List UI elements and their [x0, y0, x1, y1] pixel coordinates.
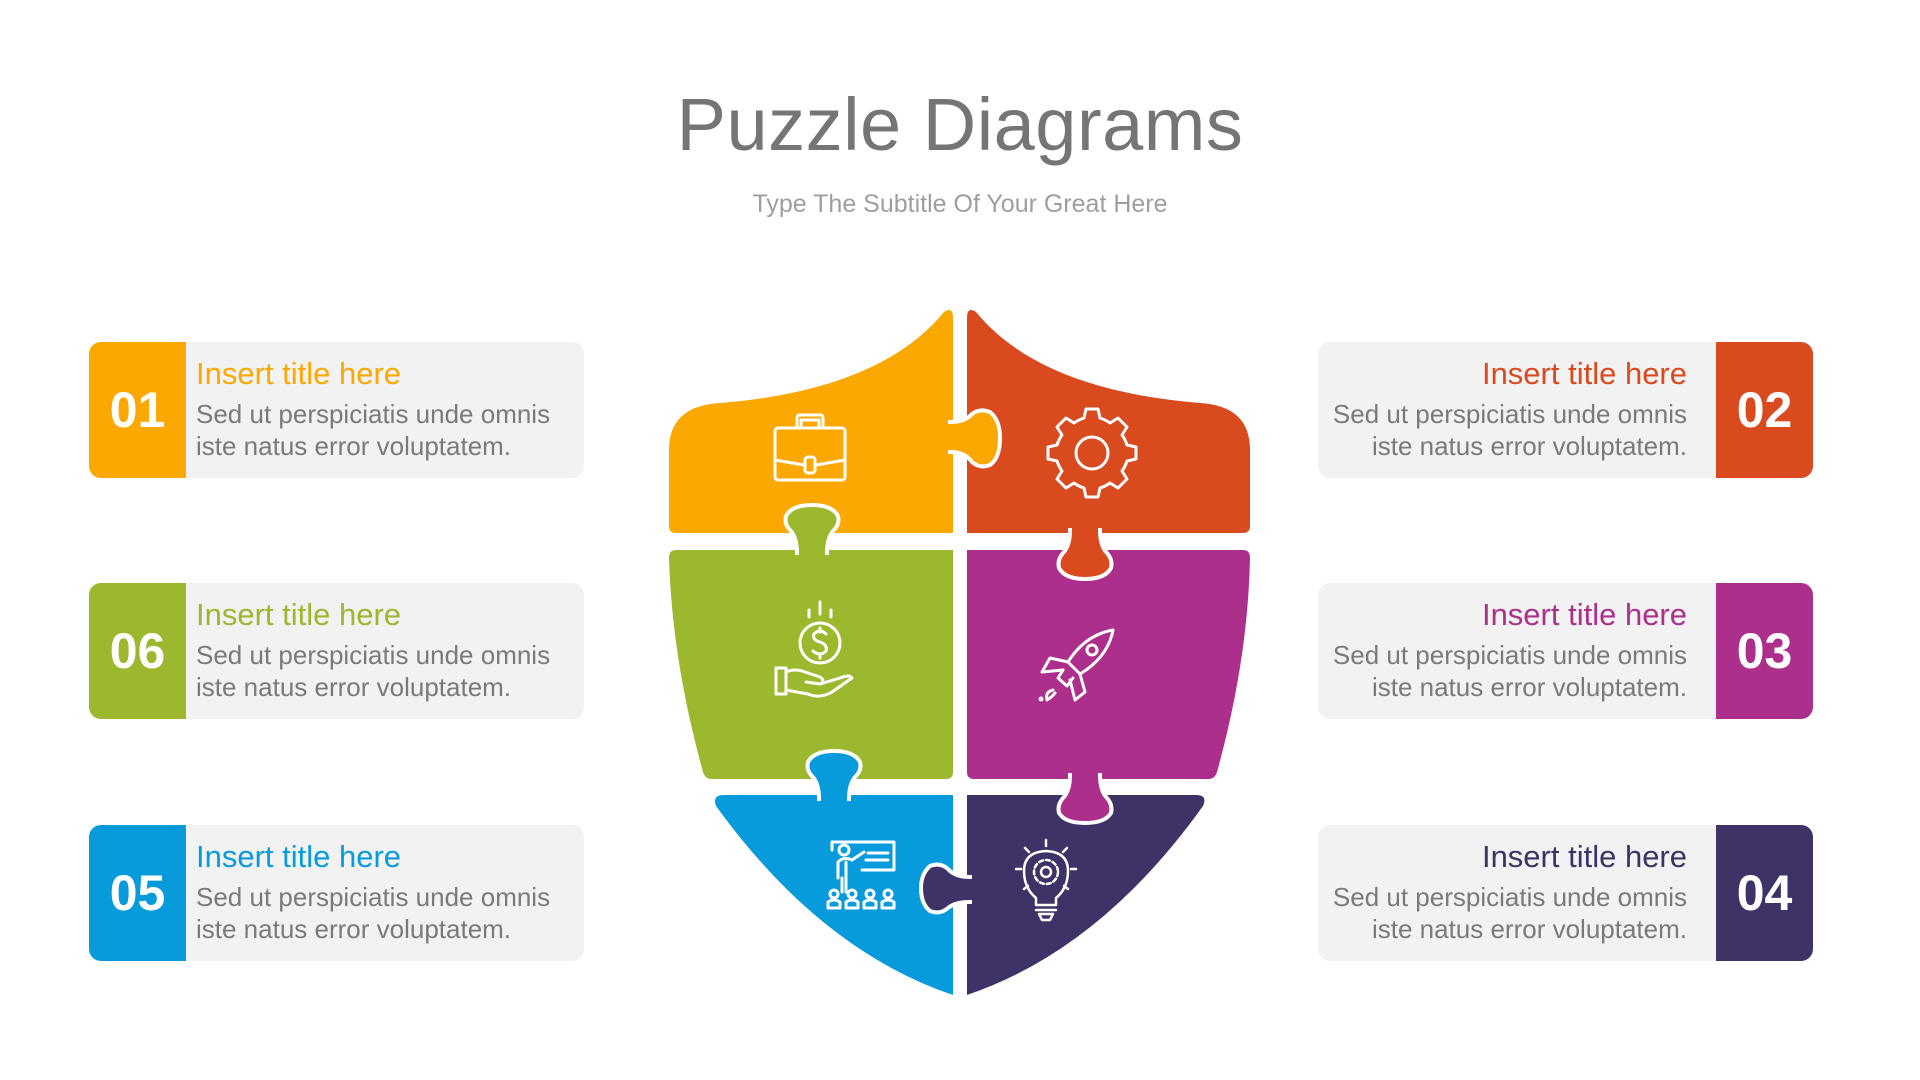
card-03: 03 Insert title here Sed ut perspiciatis…: [1318, 583, 1813, 719]
rocket-icon: [1038, 628, 1115, 702]
card-description-line: iste natus error voluptatem.: [1371, 672, 1687, 702]
card-title: Insert title here: [196, 597, 402, 632]
puzzle-knob: [918, 862, 972, 915]
card-description-line: Sed ut perspiciatis unde omnis: [196, 640, 551, 670]
puzzle-knob: [1056, 773, 1114, 826]
gear-icon: [1046, 407, 1138, 499]
puzzle-knob: [948, 408, 1003, 469]
card-description-line: Sed ut perspiciatis unde omnis: [1332, 882, 1687, 912]
puzzle-piece-03: [967, 550, 1250, 779]
card-number: 03: [1716, 583, 1813, 719]
card-02: 02 Insert title here Sed ut perspiciatis…: [1318, 342, 1813, 478]
card-description: Sed ut perspiciatis unde omnis iste natu…: [196, 398, 550, 462]
card-description-line: iste natus error voluptatem.: [196, 914, 512, 944]
presentation-icon: [826, 840, 896, 910]
card-title: Insert title here: [1481, 356, 1687, 391]
card-description: Sed ut perspiciatis unde omnis iste natu…: [1333, 881, 1687, 945]
card-description-line: Sed ut perspiciatis unde omnis: [1332, 640, 1687, 670]
card-title: Insert title here: [196, 839, 402, 874]
card-description-line: iste natus error voluptatem.: [196, 672, 512, 702]
card-01: 01 Insert title here Sed ut perspiciatis…: [89, 342, 584, 478]
card-06: 06 Insert title here Sed ut perspiciatis…: [89, 583, 584, 719]
card-number: 06: [89, 583, 186, 719]
card-title: Insert title here: [1481, 597, 1687, 632]
card-description-line: Sed ut perspiciatis unde omnis: [196, 399, 551, 429]
card-description-line: iste natus error voluptatem.: [1371, 914, 1687, 944]
card-title: Insert title here: [196, 356, 402, 391]
lightbulb-gear-icon: [1014, 838, 1078, 922]
card-description-line: iste natus error voluptatem.: [1371, 431, 1687, 461]
card-04: 04 Insert title here Sed ut perspiciatis…: [1318, 825, 1813, 961]
puzzle-knob: [805, 748, 863, 802]
card-description: Sed ut perspiciatis unde omnis iste natu…: [1333, 639, 1687, 703]
card-description-line: Sed ut perspiciatis unde omnis: [1332, 399, 1687, 429]
puzzle-knob: [1056, 528, 1114, 582]
card-number: 01: [89, 342, 186, 478]
card-description: Sed ut perspiciatis unde omnis iste natu…: [196, 881, 550, 945]
puzzle-piece-05: [715, 795, 953, 995]
card-description-line: Sed ut perspiciatis unde omnis: [196, 882, 551, 912]
card-number: 05: [89, 825, 186, 961]
page-title: Puzzle Diagrams: [676, 83, 1244, 166]
card-05: 05 Insert title here Sed ut perspiciatis…: [89, 825, 584, 961]
money-hand-icon: [774, 600, 854, 698]
puzzle-piece-04: [967, 795, 1205, 995]
card-description: Sed ut perspiciatis unde omnis iste natu…: [1333, 398, 1687, 462]
puzzle-knob: [783, 502, 841, 556]
card-description: Sed ut perspiciatis unde omnis iste natu…: [196, 639, 550, 703]
card-number: 04: [1716, 825, 1813, 961]
page-subtitle: Type The Subtitle Of Your Great Here: [752, 190, 1168, 218]
card-description-line: iste natus error voluptatem.: [196, 431, 512, 461]
card-title: Insert title here: [1481, 839, 1687, 874]
briefcase-icon: [773, 413, 847, 482]
card-number: 02: [1716, 342, 1813, 478]
puzzle-piece-06: [669, 550, 953, 779]
